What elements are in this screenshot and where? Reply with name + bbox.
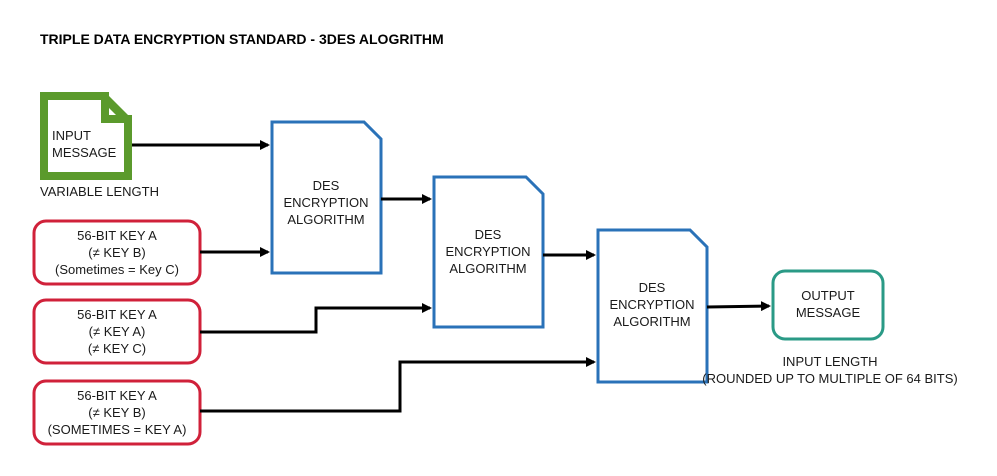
arrow-key2-to-des2 [200, 303, 432, 334]
des-1-line2: ENCRYPTION [284, 195, 369, 210]
input-label-line2: MESSAGE [52, 145, 117, 160]
input-caption: VARIABLE LENGTH [40, 184, 159, 199]
key-1-line1: 56-BIT KEY A [77, 228, 157, 243]
key-box-1: 56-BIT KEY A (≠ KEY B) (Sometimes = Key … [32, 219, 202, 286]
des-box-3: DES ENCRYPTION ALGORITHM [596, 228, 709, 384]
key-1-line2: (≠ KEY B) [88, 245, 145, 260]
output-label-line2: MESSAGE [796, 305, 861, 320]
des-1-line1: DES [313, 178, 340, 193]
input-message-node: INPUT MESSAGE [40, 92, 132, 180]
input-label-line1: INPUT [52, 128, 91, 143]
key-2-line1: 56-BIT KEY A [77, 307, 157, 322]
key-2-line3: (≠ KEY C) [88, 341, 146, 356]
des-box-1: DES ENCRYPTION ALGORITHM [270, 120, 383, 275]
key-1-line3: (Sometimes = Key C) [55, 262, 179, 277]
des-1-line3: ALGORITHM [287, 212, 364, 227]
des-3-line1: DES [639, 280, 666, 295]
output-message-node: OUTPUT MESSAGE [771, 269, 885, 341]
des-2-line1: DES [475, 227, 502, 242]
output-caption-line1: INPUT LENGTH [782, 354, 877, 369]
arrow-des3-to-output [706, 301, 771, 312]
output-caption-line2: (ROUNDED UP TO MULTIPLE OF 64 BITS) [702, 371, 957, 386]
des-2-line3: ALGORITHM [449, 261, 526, 276]
des-box-2: DES ENCRYPTION ALGORITHM [432, 175, 545, 329]
output-label-line1: OUTPUT [801, 288, 855, 303]
connectors [132, 140, 771, 413]
key-box-3: 56-BIT KEY A (≠ KEY B) (SOMETIMES = KEY … [32, 379, 202, 446]
des-3-line2: ENCRYPTION [610, 297, 695, 312]
diagram-title: TRIPLE DATA ENCRYPTION STANDARD - 3DES A… [40, 31, 444, 47]
key-2-line2: (≠ KEY A) [89, 324, 146, 339]
key-box-2: 56-BIT KEY A (≠ KEY A) (≠ KEY C) [32, 298, 202, 365]
key-3-line3: (SOMETIMES = KEY A) [48, 422, 187, 437]
key-3-line2: (≠ KEY B) [88, 405, 145, 420]
arrow-key3-to-des3 [200, 357, 596, 413]
des-2-line2: ENCRYPTION [446, 244, 531, 259]
des-3-line3: ALGORITHM [613, 314, 690, 329]
key-3-line1: 56-BIT KEY A [77, 388, 157, 403]
